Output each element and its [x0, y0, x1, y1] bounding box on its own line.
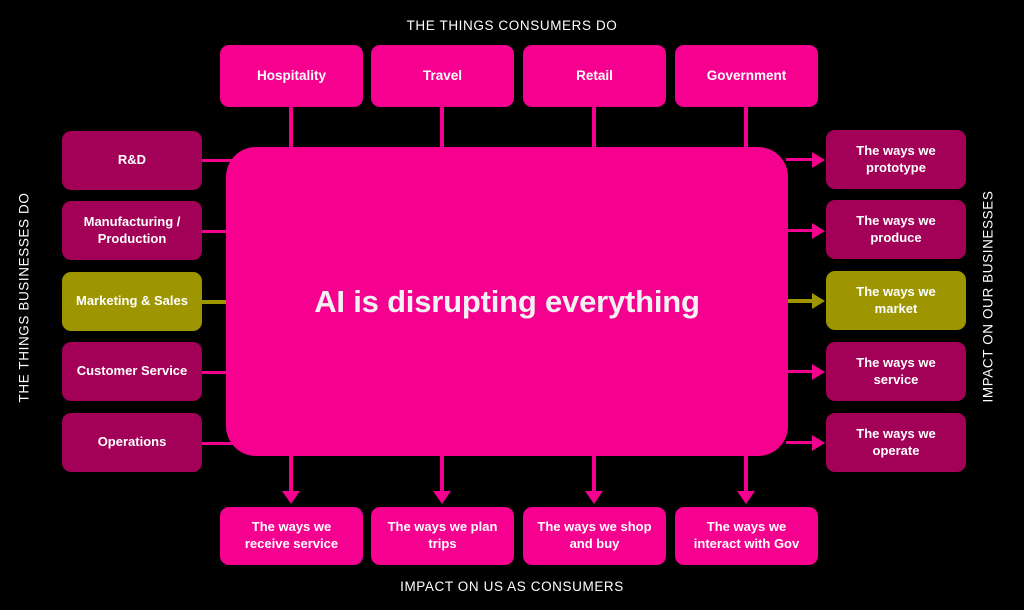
top-node-government[interactable]: Government [675, 45, 818, 107]
connector-bottom-3 [592, 450, 596, 495]
right-node-prototype[interactable]: The ways we prototype [826, 130, 966, 189]
connector-bottom-2 [440, 450, 444, 495]
connector-right-5 [786, 441, 814, 444]
arrow-down-icon-2 [433, 491, 451, 504]
connector-top-3 [592, 104, 596, 154]
arrow-down-icon-1 [282, 491, 300, 504]
arrow-down-icon-4 [737, 491, 755, 504]
left-node-marketing-and-sales[interactable]: Marketing & Sales [62, 272, 202, 331]
arrow-right-icon-1 [812, 152, 825, 168]
left-node-operations[interactable]: Operations [62, 413, 202, 472]
caption-right: IMPACT ON OUR BUSINESSES [980, 190, 996, 403]
arrow-right-icon-2 [812, 223, 825, 239]
caption-top: THE THINGS CONSUMERS DO [406, 18, 618, 33]
right-node-operate[interactable]: The ways we operate [826, 413, 966, 472]
bottom-node-interact-with-gov[interactable]: The ways we interact with Gov [675, 507, 818, 565]
connector-right-4 [786, 370, 814, 373]
connector-left-1 [200, 159, 240, 162]
bottom-node-shop-and-buy[interactable]: The ways we shop and buy [523, 507, 666, 565]
connector-left-4 [200, 371, 240, 374]
connector-top-2 [440, 104, 444, 154]
top-node-hospitality[interactable]: Hospitality [220, 45, 363, 107]
left-node-customer-service[interactable]: Customer Service [62, 342, 202, 401]
right-node-produce[interactable]: The ways we produce [826, 200, 966, 259]
left-node-rnd[interactable]: R&D [62, 131, 202, 190]
bottom-node-plan-trips[interactable]: The ways we plan trips [371, 507, 514, 565]
connector-left-5 [200, 442, 240, 445]
arrow-right-icon-4 [812, 364, 825, 380]
connector-top-1 [289, 104, 293, 154]
connector-right-3 [786, 299, 814, 303]
left-node-manufacturing-production[interactable]: Manufacturing / Production [62, 201, 202, 260]
connector-top-4 [744, 104, 748, 154]
connector-right-1 [786, 158, 814, 161]
top-node-travel[interactable]: Travel [371, 45, 514, 107]
connector-bottom-4 [744, 450, 748, 495]
arrow-right-icon-3 [812, 293, 825, 309]
central-hub-node[interactable]: AI is disrupting everything [226, 147, 788, 456]
connector-left-3 [200, 300, 240, 304]
caption-bottom: IMPACT ON US AS CONSUMERS [400, 579, 624, 594]
bottom-node-receive-service[interactable]: The ways we receive service [220, 507, 363, 565]
connector-left-2 [200, 230, 240, 233]
arrow-down-icon-3 [585, 491, 603, 504]
top-node-retail[interactable]: Retail [523, 45, 666, 107]
arrow-right-icon-5 [812, 435, 825, 451]
right-node-service[interactable]: The ways we service [826, 342, 966, 401]
hub-title: AI is disrupting everything [314, 283, 700, 319]
connector-right-2 [786, 229, 814, 232]
caption-left: THE THINGS BUSINESSES DO [16, 192, 32, 403]
connector-bottom-1 [289, 450, 293, 495]
right-node-market[interactable]: The ways we market [826, 271, 966, 330]
